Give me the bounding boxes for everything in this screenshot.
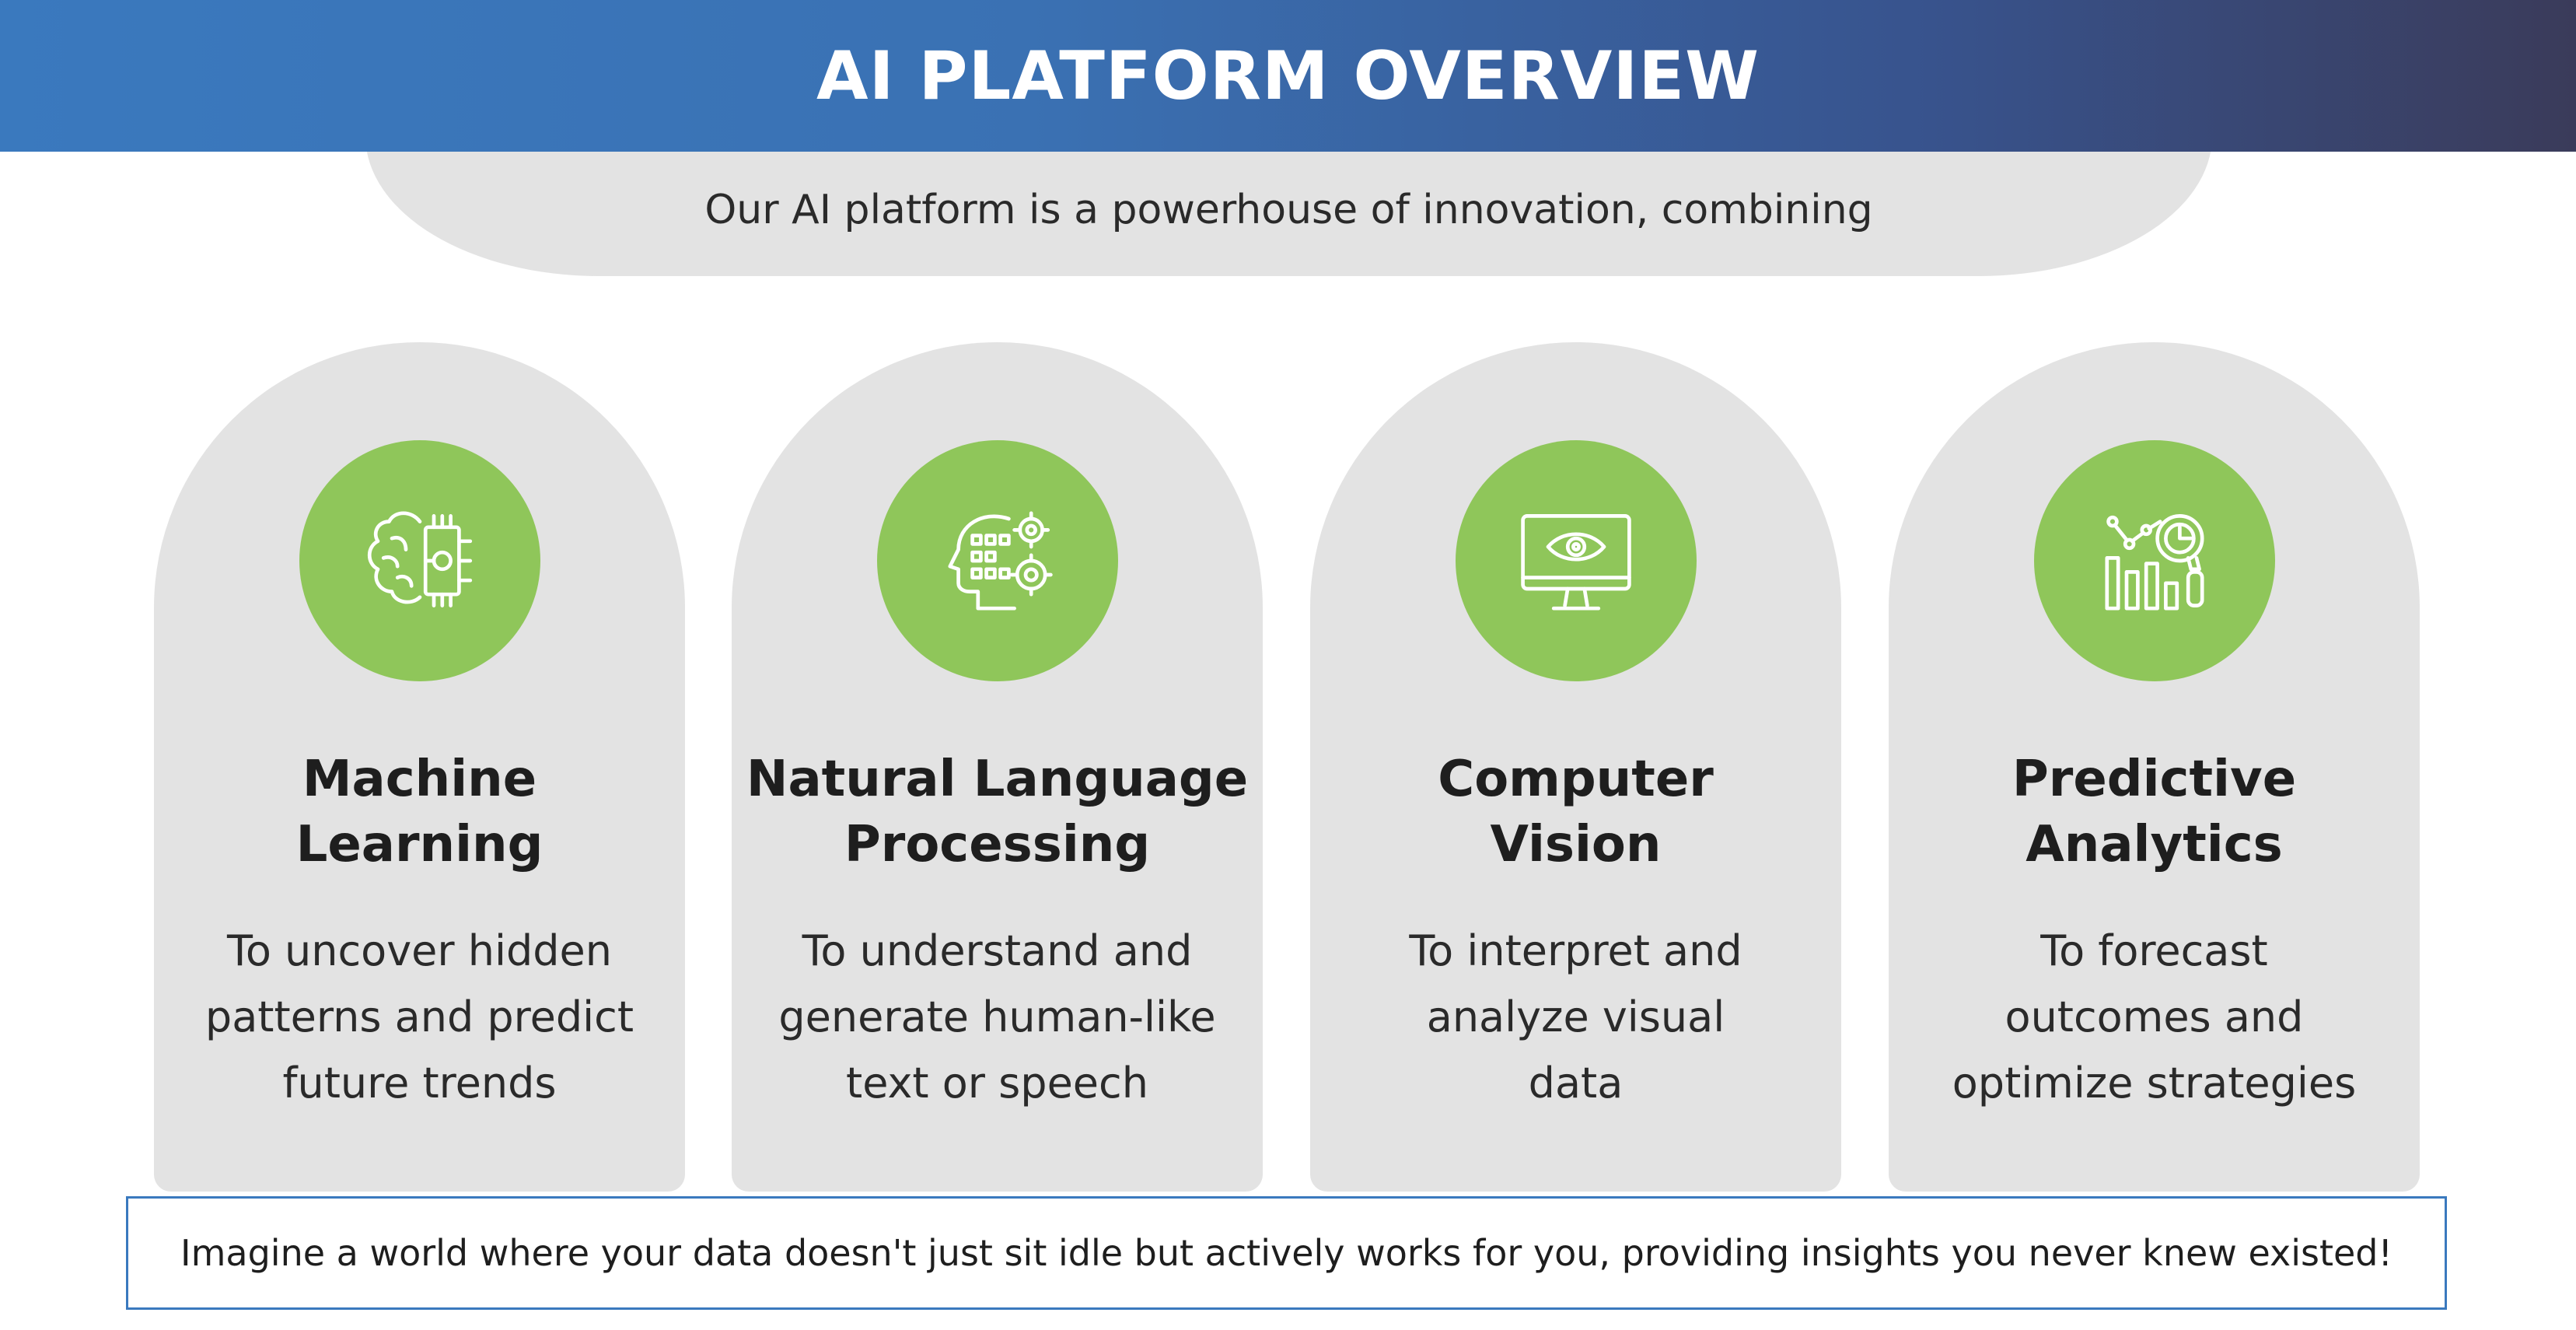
card-title: Computer Vision (1438, 751, 1714, 873)
brain-circuit-icon (367, 511, 473, 607)
monitor-eye-icon (1521, 514, 1631, 611)
card-natural-language-processing: Natural Language Processing To understan… (732, 342, 1263, 1192)
card-description: To interpret and analyze visual data (1409, 926, 1742, 1108)
intro-text: Our AI platform is a powerhouse of innov… (704, 187, 1873, 233)
chart-magnifier-icon (2105, 514, 2204, 611)
card-title: Natural Language Processing (746, 751, 1249, 873)
icon-circle (877, 440, 1118, 681)
footer-callout: Imagine a world where your data doesn't … (126, 1196, 2447, 1310)
icon-circle (299, 440, 540, 681)
page-title: AI PLATFORM OVERVIEW (816, 37, 1760, 115)
card-predictive-analytics: Predictive Analytics To forecast outcome… (1889, 342, 2420, 1192)
card-description: To forecast outcomes and optimize strate… (1952, 926, 2357, 1108)
icon-circle (1456, 440, 1697, 681)
header-bar: AI PLATFORM OVERVIEW (0, 0, 2576, 152)
icon-circle (2034, 440, 2275, 681)
head-gears-icon (948, 511, 1053, 611)
card-title: Machine Learning (295, 751, 544, 873)
card-description: To uncover hidden patterns and predict f… (204, 926, 634, 1108)
card-machine-learning: Machine Learning To uncover hidden patte… (154, 342, 685, 1192)
card-computer-vision: Computer Vision To interpret and analyze… (1310, 342, 1841, 1192)
footer-text: Imagine a world where your data doesn't … (180, 1232, 2392, 1274)
card-description: To understand and generate human-like te… (778, 926, 1216, 1108)
card-title: Predictive Analytics (2012, 751, 2297, 873)
